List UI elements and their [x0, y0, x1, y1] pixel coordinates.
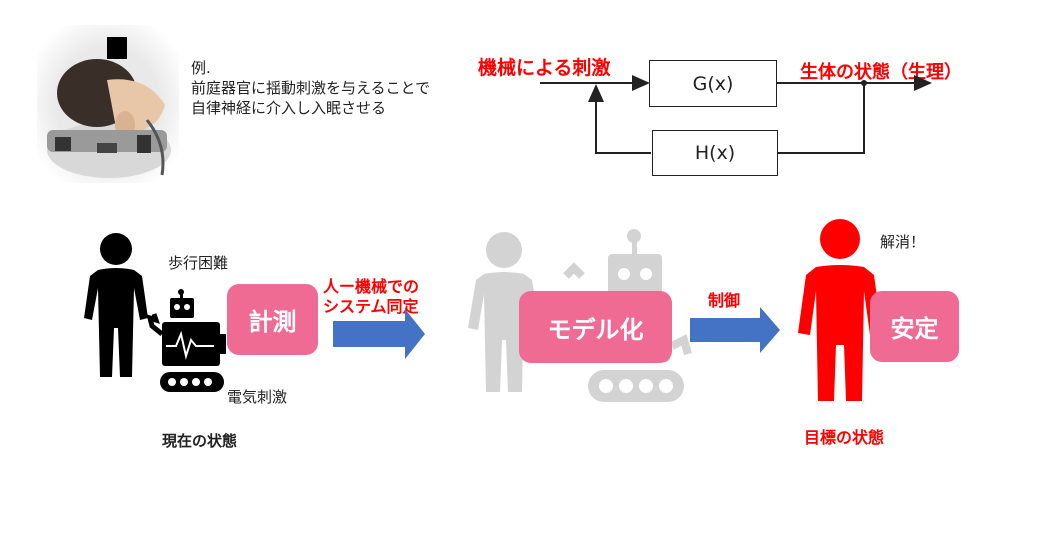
robot-icon	[146, 289, 226, 392]
arrow1-label-line2: システム同定	[323, 297, 419, 316]
example-photo	[37, 25, 179, 183]
stable-box: 安定	[870, 291, 959, 362]
forward-block-g: G(x)	[649, 60, 777, 107]
symptom-label: 歩行困難	[168, 254, 229, 272]
example-label: 例.	[191, 59, 211, 77]
example-line1: 前庭器官に揺動刺激を与えることで	[191, 79, 431, 97]
stimulus-label: 電気刺激	[227, 388, 288, 406]
person-icon	[84, 233, 148, 377]
target-person-icon	[798, 219, 882, 401]
example-line2: 自律神経に介入し入眠させる	[191, 99, 387, 117]
input-label: 機械による刺激	[478, 57, 611, 79]
arrow-right-1	[333, 309, 425, 359]
target-state-caption: 目標の状態	[804, 428, 885, 447]
arrow-right-2	[690, 307, 780, 353]
arrow2-label: 制御	[708, 291, 741, 310]
current-state-caption: 現在の状態	[162, 432, 238, 450]
arrow1-label-line1: 人ー機械での	[323, 277, 420, 296]
resolved-label: 解消！	[880, 233, 926, 251]
feedback-block-h: H(x)	[652, 130, 778, 176]
model-box: モデル化	[519, 291, 672, 363]
measure-box: 計測	[227, 284, 318, 355]
